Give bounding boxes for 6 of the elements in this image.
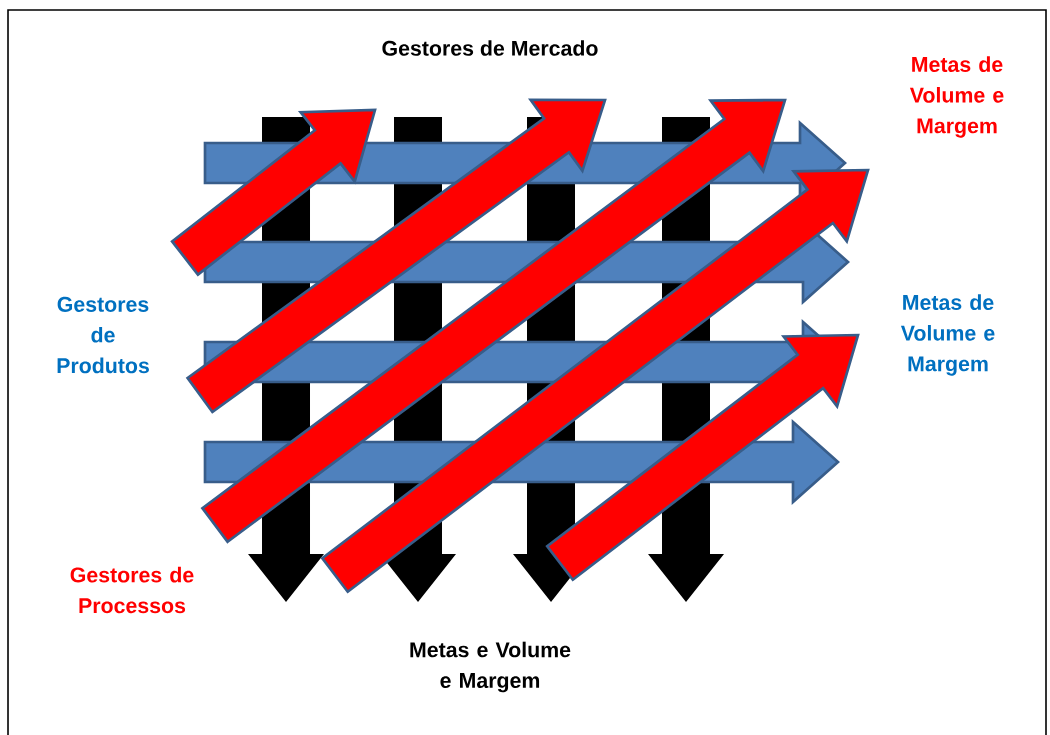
group-label: Gestores de Mercado xyxy=(382,40,598,56)
group-label: Metas de Volume e Margem xyxy=(900,294,995,376)
group-label: Gestores de Processos xyxy=(70,566,194,614)
group-label: Metas de Volume e Margem xyxy=(909,56,1004,138)
group-label: Metas e Volume e Margem xyxy=(410,641,571,693)
group-label: Gestores de Produtos xyxy=(57,296,149,374)
